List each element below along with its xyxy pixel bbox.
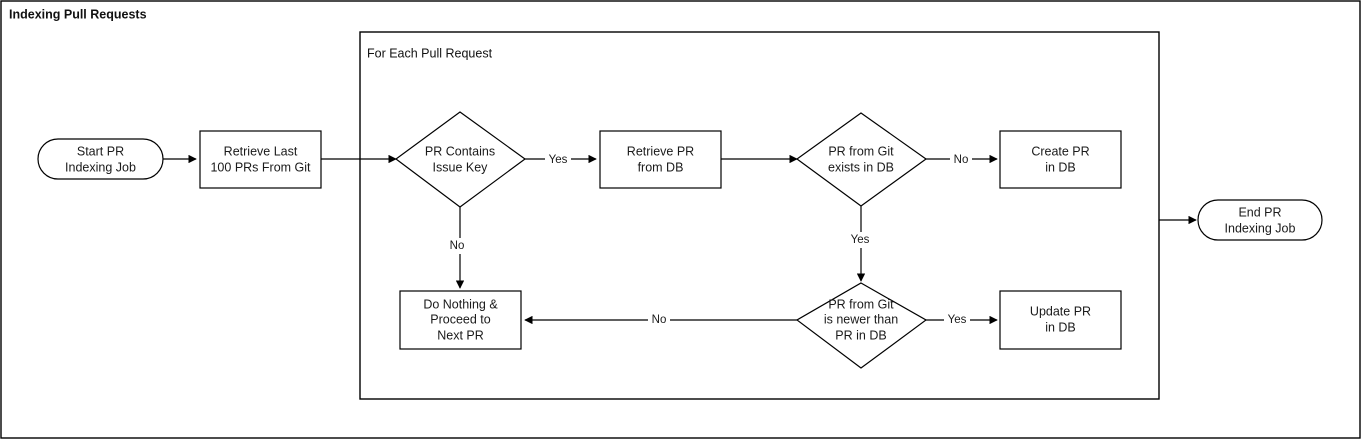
node-start-line-1: Start PR bbox=[77, 144, 124, 158]
node-is-newer-line-2: is newer than bbox=[824, 312, 898, 326]
edge-label-bg-exists-yes bbox=[847, 232, 873, 248]
node-retrieve-git[interactable]: Retrieve Last 100 PRs From Git bbox=[199, 130, 322, 189]
edge-label-bg-newer-yes bbox=[944, 312, 970, 328]
edge-label-exists-no: No bbox=[954, 154, 969, 166]
node-end[interactable]: End PR Indexing Job bbox=[1197, 199, 1323, 241]
node-has-issue-key-shape bbox=[394, 111, 527, 208]
subgraph-label: For Each Pull Request bbox=[367, 46, 493, 60]
node-update-pr-shape bbox=[999, 290, 1122, 350]
node-has-issue-key-line-2: Issue Key bbox=[433, 160, 489, 174]
node-create-pr-line-2: in DB bbox=[1045, 160, 1076, 174]
node-exists-in-db-line-1: PR from Git bbox=[828, 144, 894, 158]
node-exists-in-db-line-2: exists in DB bbox=[828, 160, 894, 174]
edge-label-bg-newer-no bbox=[648, 312, 670, 328]
node-end-shape bbox=[1197, 199, 1323, 241]
page-title: Indexing Pull Requests bbox=[9, 7, 147, 21]
subgraph-container-for-each-pull-request bbox=[359, 31, 1160, 400]
edge-label-issue-key-yes: Yes bbox=[549, 154, 568, 166]
node-do-nothing-line-3: Next PR bbox=[437, 328, 484, 342]
node-update-pr-line-1: Update PR bbox=[1030, 304, 1091, 318]
node-retrieve-db-line-2: from DB bbox=[638, 160, 684, 174]
node-end-line-1: End PR bbox=[1238, 205, 1281, 219]
node-is-newer[interactable]: PR from Git is newer than PR in DB bbox=[795, 282, 928, 369]
node-retrieve-db-line-1: Retrieve PR bbox=[627, 144, 694, 158]
node-is-newer-line-1: PR from Git bbox=[828, 297, 894, 311]
node-retrieve-git-line-1: Retrieve Last bbox=[224, 144, 298, 158]
node-do-nothing-line-1: Do Nothing & bbox=[423, 297, 498, 311]
node-start-line-2: Indexing Job bbox=[65, 160, 136, 174]
node-retrieve-git-line-2: 100 PRs From Git bbox=[210, 160, 311, 174]
node-has-issue-key-line-1: PR Contains bbox=[425, 144, 495, 158]
node-create-pr[interactable]: Create PR in DB bbox=[999, 130, 1122, 189]
node-end-line-2: Indexing Job bbox=[1225, 221, 1296, 235]
node-retrieve-db-shape bbox=[599, 130, 722, 189]
node-start[interactable]: Start PR Indexing Job bbox=[37, 138, 164, 180]
edge-label-bg-issue-key-no bbox=[446, 238, 468, 254]
node-is-newer-line-3: PR in DB bbox=[835, 328, 886, 342]
edge-label-bg-issue-key-yes bbox=[545, 151, 571, 167]
node-exists-in-db-shape bbox=[795, 112, 928, 207]
edge-label-bg-exists-no bbox=[950, 151, 972, 167]
edge-label-newer-no: No bbox=[652, 314, 667, 326]
node-create-pr-shape bbox=[999, 130, 1122, 189]
node-do-nothing-line-2: Proceed to bbox=[430, 312, 491, 326]
node-retrieve-git-shape bbox=[199, 130, 322, 189]
node-do-nothing[interactable]: Do Nothing & Proceed to Next PR bbox=[399, 290, 522, 350]
node-create-pr-line-1: Create PR bbox=[1031, 144, 1089, 158]
edge-label-exists-yes: Yes bbox=[851, 234, 870, 246]
node-retrieve-db[interactable]: Retrieve PR from DB bbox=[599, 130, 722, 189]
node-do-nothing-shape bbox=[399, 290, 522, 350]
node-exists-in-db[interactable]: PR from Git exists in DB bbox=[795, 112, 928, 207]
edge-label-newer-yes: Yes bbox=[948, 314, 967, 326]
node-update-pr-line-2: in DB bbox=[1045, 320, 1076, 334]
node-has-issue-key[interactable]: PR Contains Issue Key bbox=[394, 111, 527, 208]
edge-label-issue-key-no: No bbox=[450, 240, 465, 252]
node-is-newer-shape bbox=[795, 282, 928, 369]
node-update-pr[interactable]: Update PR in DB bbox=[999, 290, 1122, 350]
node-start-shape bbox=[37, 138, 164, 180]
